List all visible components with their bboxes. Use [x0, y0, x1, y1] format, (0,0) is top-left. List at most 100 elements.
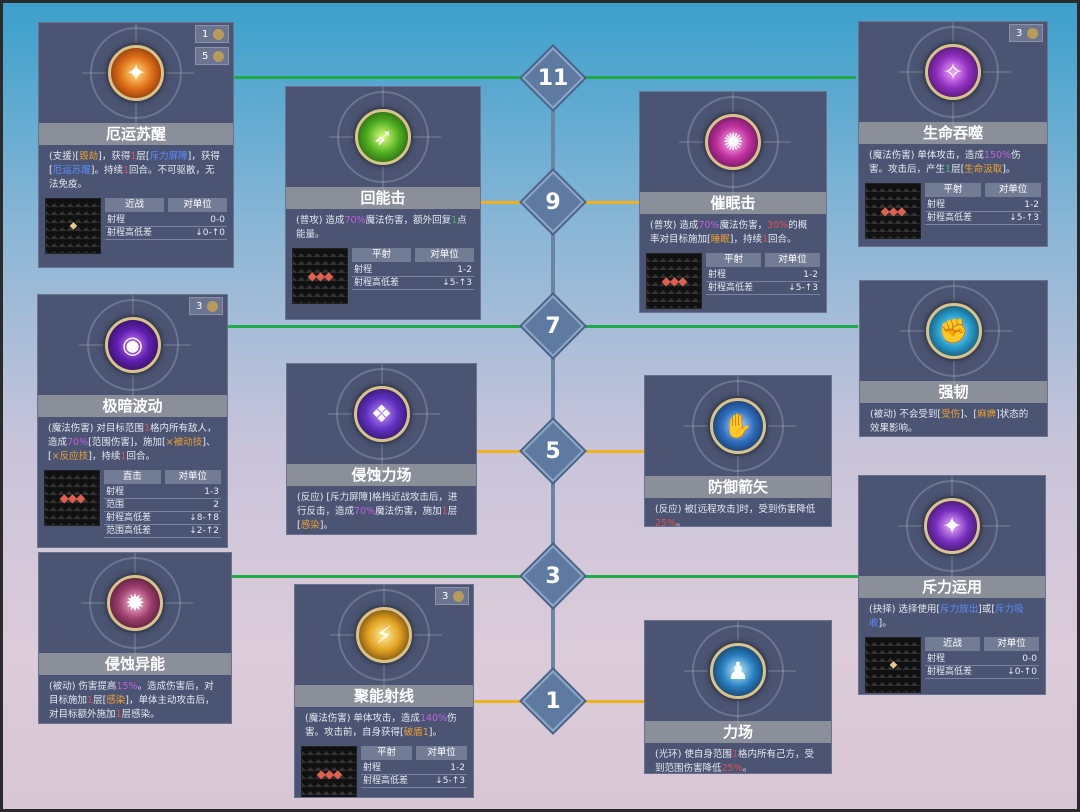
skill-card-chili[interactable]: ✦ 斥力运用 (抉择) 选择使用[斥力放出]或[斥力吸收]。 ◆ 近战对单位 射… [858, 475, 1046, 695]
target-type-label: 对单位 [164, 470, 221, 484]
range-grid: ◆◆◆ [865, 183, 921, 239]
dark-vortex-icon: ◉ [104, 317, 161, 373]
stat-row: 范围高低差↓2-↑2 [104, 526, 221, 538]
star-coin-icon [213, 28, 225, 40]
skill-description: (普攻) 造成70%魔法伤害，30%的概率对目标施加[睡眠]，持续1回合。 [650, 220, 808, 245]
tier-spine [551, 78, 555, 698]
hourglass-icon [213, 50, 225, 62]
skill-description: (魔法伤害) 单体攻击，造成150%伤害。攻击后，产生1层[生命汲取]。 [869, 150, 1021, 175]
skill-description: (普攻) 造成70%魔法伤害，额外回复1点能量。 [296, 215, 467, 240]
skill-name: 力场 [645, 721, 831, 743]
range-grid: ◆ [45, 198, 101, 254]
skill-card-fangyu[interactable]: ✋ 防御箭矢 (反应) 被[远程攻击]时，受到伤害降低25%。 [644, 375, 832, 527]
skill-card-eyun[interactable]: ✦ 1 5 厄运苏醒 (支援)[毁劫]，获得1层[斥力屏障]，获得[厄运苏醒]。… [38, 22, 234, 268]
skill-name: 催眠击 [640, 192, 826, 214]
skill-description: (支援)[毁劫]，获得1层[斥力屏障]，获得[厄运苏醒]。持续1回合。不可驱散，… [49, 151, 220, 190]
skill-description: (反应) [斥力屏障]格挡近战攻击后，进行反击，造成70%魔法伤害，施加1层[感… [297, 492, 458, 531]
skill-name: 回能击 [286, 187, 480, 209]
star-coin-icon [1027, 27, 1039, 39]
skill-name: 侵蚀力场 [287, 464, 476, 486]
skill-card-cuimian[interactable]: ✺ 催眠击 (普攻) 造成70%魔法伤害，30%的概率对目标施加[睡眠]，持续1… [639, 91, 827, 313]
skill-card-lichang[interactable]: ♟ 力场 (光环) 使自身范围1格内所有己方，受到范围伤害降低25%。 [644, 620, 832, 774]
skill-description: (被动) 不会受到[受伤]、[麻痹]状态的效果影响。 [870, 409, 1029, 434]
target-type-label: 对单位 [984, 637, 1039, 651]
skill-name: 侵蚀异能 [39, 653, 231, 675]
attack-type-label: 直击 [104, 470, 161, 484]
skill-card-huineng[interactable]: ➶ 回能击 (普攻) 造成70%魔法伤害，额外回复1点能量。 ◆◆◆ 平射对单位… [285, 86, 481, 320]
star-coin-icon [207, 300, 219, 312]
cooldown-badge: 5 [195, 47, 229, 65]
cost-badge: 3 [189, 297, 223, 315]
target-type-label: 对单位 [765, 253, 820, 267]
skill-description: (反应) 被[远程攻击]时，受到伤害降低25%。 [655, 504, 816, 527]
skill-description: (被动) 伤害提高15%。造成伤害后，对目标施加1层[感染]，单体主动攻击后，对… [49, 681, 215, 720]
cooldown-badge: 3 [435, 587, 469, 605]
tier-9-marker: 9 [521, 170, 585, 234]
skill-card-shengming[interactable]: ✧ 3 生命吞噬 (魔法伤害) 单体攻击，造成150%伤害。攻击后，产生1层[生… [858, 21, 1048, 247]
skill-name: 极暗波动 [38, 395, 227, 417]
skill-card-juneng[interactable]: ⚡ 3 聚能射线 (魔法伤害) 单体攻击，造成140%伤害。攻击前，自身获得[破… [294, 584, 474, 798]
cost-badge: 3 [1009, 24, 1043, 42]
stat-row: 射程高低差↓5-↑3 [925, 213, 1041, 225]
stat-row: 射程高低差↓5-↑3 [352, 278, 474, 290]
cost-badge: 1 [195, 25, 229, 43]
attack-type-label: 平射 [925, 183, 981, 197]
skill-card-qingshi[interactable]: ❖ 侵蚀力场 (反应) [斥力屏障]格挡近战攻击后，进行反击，造成70%魔法伤害… [286, 363, 477, 535]
target-type-label: 对单位 [985, 183, 1041, 197]
range-grid: ◆◆◆ [44, 470, 100, 526]
hourglass-icon [453, 590, 465, 602]
tier-11-marker: 11 [521, 46, 585, 110]
tier-9-label: 9 [545, 189, 561, 215]
attack-type-label: 平射 [361, 746, 412, 760]
skill-name: 强韧 [860, 381, 1047, 403]
stat-row: 射程高低差↓0-↑0 [105, 228, 227, 240]
skill-description: (魔法伤害) 对目标范围1格内所有敌人，造成70%[范围伤害]，施加[×被动技]… [48, 423, 217, 462]
skill-description: (抉择) 选择使用[斥力放出]或[斥力吸收]。 [869, 604, 1024, 629]
skill-name: 斥力运用 [859, 576, 1045, 598]
tier-3-marker: 3 [521, 544, 585, 608]
tier-5-label: 5 [545, 438, 561, 464]
attack-type-label: 近战 [925, 637, 980, 651]
skill-card-yineng[interactable]: ✹ 侵蚀异能 (被动) 伤害提高15%。造成伤害后，对目标施加1层[感染]，单体… [38, 552, 232, 724]
blue-figure-icon: ♟ [710, 643, 766, 699]
stat-row: 射程高低差↓0-↑0 [925, 667, 1039, 679]
target-type-label: 对单位 [416, 746, 467, 760]
skill-card-jian[interactable]: ◉ 3 极暗波动 (魔法伤害) 对目标范围1格内所有敌人，造成70%[范围伤害]… [37, 294, 228, 548]
skill-name: 生命吞噬 [859, 122, 1047, 144]
stat-row: 射程高低差↓8-↑8 [104, 513, 221, 525]
tier-7-label: 7 [545, 313, 561, 339]
attack-type-label: 平射 [706, 253, 761, 267]
golden-beam-icon: ⚡ [356, 607, 412, 663]
skill-name: 防御箭矢 [645, 476, 831, 498]
stat-row: 射程高低差↓5-↑3 [361, 776, 467, 788]
purple-star-icon: ✦ [924, 498, 980, 554]
attack-type-label: 平射 [352, 248, 411, 262]
tier-7-marker: 7 [521, 294, 585, 358]
purple-rune-icon: ❖ [353, 386, 410, 442]
tier-5-marker: 5 [521, 419, 585, 483]
range-grid: ◆◆◆ [301, 746, 357, 797]
cyan-fist-icon: ✊ [925, 303, 982, 359]
skill-name: 聚能射线 [295, 685, 473, 707]
arrow-shield-icon: ✋ [710, 398, 766, 454]
tier-11-label: 11 [537, 65, 569, 91]
tier-1-marker: 1 [521, 669, 585, 733]
skill-card-qiangren[interactable]: ✊ 强韧 (被动) 不会受到[受伤]、[麻痹]状态的效果影响。 [859, 280, 1048, 437]
tier-3-label: 3 [545, 563, 561, 589]
attack-type-label: 近战 [105, 198, 164, 212]
fire-figure-icon: ✦ [108, 45, 164, 101]
target-type-label: 对单位 [415, 248, 474, 262]
stat-row: 射程高低差↓5-↑3 [706, 283, 820, 295]
range-grid: ◆ [865, 637, 921, 693]
range-grid: ◆◆◆ [646, 253, 702, 309]
purple-claw-icon: ✧ [925, 44, 981, 100]
skill-description: (魔法伤害) 单体攻击，造成140%伤害。攻击前，自身获得[破盾1]。 [305, 713, 457, 738]
green-slash-icon: ➶ [355, 109, 411, 165]
tier-1-label: 1 [545, 688, 561, 714]
target-type-label: 对单位 [168, 198, 227, 212]
